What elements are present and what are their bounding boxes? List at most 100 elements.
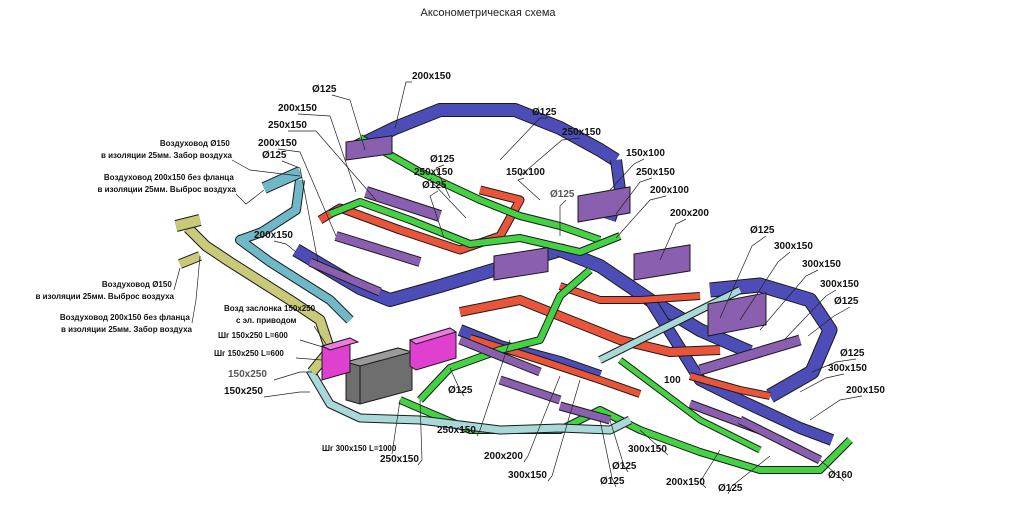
duct-label: 250x150 bbox=[414, 167, 453, 178]
leader-line bbox=[659, 218, 687, 261]
fresh-duct bbox=[358, 135, 601, 243]
duct-label: 300x150 bbox=[508, 470, 547, 481]
leader-line bbox=[173, 267, 181, 291]
extract-duct bbox=[459, 296, 721, 356]
leader-line bbox=[299, 339, 327, 349]
leader-line bbox=[391, 399, 401, 455]
duct-label: Ø125 bbox=[718, 483, 743, 494]
duct-label: 250x150 bbox=[562, 127, 601, 138]
intake-duct bbox=[236, 179, 353, 323]
duct-label: 200x150 bbox=[254, 230, 293, 241]
duct-label: 300x150 bbox=[774, 241, 813, 252]
leader-line bbox=[639, 429, 669, 456]
leader-line bbox=[429, 190, 445, 239]
damper-magenta-left bbox=[320, 337, 360, 381]
duct-label: 200x150 bbox=[278, 103, 317, 114]
leader-line bbox=[394, 81, 412, 129]
note-exhaust-200x150: Воздуховод 200x150 без фланца в изоляции… bbox=[97, 173, 236, 194]
note-silencer-3: Шг 300x150 L=1000 bbox=[322, 444, 397, 453]
leader-line bbox=[417, 399, 423, 466]
terminal-box bbox=[345, 135, 393, 161]
leader-line bbox=[281, 160, 319, 263]
duct-label: Ø160 bbox=[828, 470, 853, 481]
note-exhaust-150: Воздуховод Ø150 в изоляции 25мм. Выброс … bbox=[35, 280, 174, 301]
leader-line bbox=[523, 375, 561, 463]
intake-duct bbox=[261, 167, 303, 193]
fresh-duct bbox=[618, 358, 762, 453]
extract-duct bbox=[689, 373, 771, 399]
leader-line bbox=[739, 251, 791, 321]
leader-line bbox=[499, 117, 548, 161]
leader-line bbox=[807, 306, 851, 337]
duct-label: 100 bbox=[664, 375, 681, 386]
duct-label: 200x150 bbox=[846, 385, 885, 396]
duct-label: 200x150 bbox=[666, 477, 705, 488]
duct-label: 300x150 bbox=[628, 444, 667, 455]
notes: Воздуховод Ø150 в изоляции 25мм. Забор в… bbox=[35, 139, 396, 453]
duct-label: 300x150 bbox=[802, 259, 841, 270]
leader-lines bbox=[173, 81, 863, 495]
air-handling-unit bbox=[344, 347, 414, 405]
branch-duct bbox=[498, 376, 562, 404]
leader-line bbox=[313, 325, 327, 345]
duct-label: Ø125 bbox=[262, 150, 287, 161]
terminal-boxes bbox=[345, 135, 767, 337]
duct-label: Ø125 bbox=[612, 461, 637, 472]
note-intake-200x150: Воздуховод 200x150 без фланца в изоляции… bbox=[60, 313, 193, 334]
leader-line bbox=[288, 130, 377, 201]
leader-line bbox=[519, 137, 581, 177]
duct-label: 250x150 bbox=[380, 454, 419, 465]
duct-label: 200x200 bbox=[670, 208, 709, 219]
duct-label: Ø125 bbox=[422, 180, 447, 191]
terminal-box bbox=[707, 292, 767, 337]
duct-label: 250x150 bbox=[636, 167, 675, 178]
extract-duct bbox=[469, 335, 641, 397]
duct-label: 300x150 bbox=[820, 279, 859, 290]
terminal-box bbox=[577, 186, 631, 223]
branch-duct bbox=[698, 335, 802, 375]
leader-line bbox=[449, 367, 465, 397]
duct-label: Ø125 bbox=[840, 348, 865, 359]
fresh-duct bbox=[328, 199, 622, 255]
duct-network bbox=[174, 103, 853, 474]
duct-label: 150x250 bbox=[224, 386, 263, 397]
leader-line bbox=[819, 459, 845, 482]
note-intake-150: Воздуховод Ø150 в изоляции 25мм. Забор в… bbox=[101, 139, 233, 160]
branch-duct bbox=[364, 187, 442, 221]
duct-label: 250x150 bbox=[268, 120, 307, 131]
leader-line bbox=[811, 358, 857, 373]
leader-line bbox=[273, 371, 312, 381]
leader-line bbox=[809, 395, 863, 421]
duct-label: Ø125 bbox=[550, 189, 575, 200]
leader-line bbox=[759, 269, 819, 331]
leader-line bbox=[699, 449, 721, 489]
leader-line bbox=[331, 94, 366, 151]
outdoor-exhaust-duct bbox=[178, 252, 202, 268]
leader-line bbox=[727, 455, 771, 495]
terminal-box bbox=[633, 244, 691, 281]
leader-line bbox=[231, 159, 301, 177]
supply-duct bbox=[709, 278, 837, 402]
extract-duct bbox=[559, 283, 701, 303]
leader-line bbox=[615, 195, 667, 239]
leader-line bbox=[191, 255, 201, 324]
duct-label: 200x100 bbox=[650, 185, 689, 196]
note-damper: Возд заслонка 150x250 с эл. приводом bbox=[224, 304, 317, 325]
branch-duct bbox=[778, 436, 822, 464]
leader-line bbox=[235, 189, 265, 205]
leader-line bbox=[517, 177, 541, 201]
leader-line bbox=[719, 235, 767, 319]
terminal-box bbox=[493, 247, 549, 281]
duct-label: Ø125 bbox=[430, 154, 455, 165]
duct-label: 150x100 bbox=[506, 167, 545, 178]
duct-label: Ø125 bbox=[600, 476, 625, 487]
leader-line bbox=[609, 158, 645, 191]
duct-label: 300x150 bbox=[828, 363, 867, 374]
duct-label: Ø125 bbox=[834, 296, 859, 307]
diagram-title: Аксонометрическая схема bbox=[420, 7, 556, 19]
branch-duct bbox=[559, 402, 611, 424]
leader-line bbox=[783, 289, 837, 341]
fresh-duct bbox=[417, 267, 592, 403]
duct-label: Ø125 bbox=[448, 385, 473, 396]
